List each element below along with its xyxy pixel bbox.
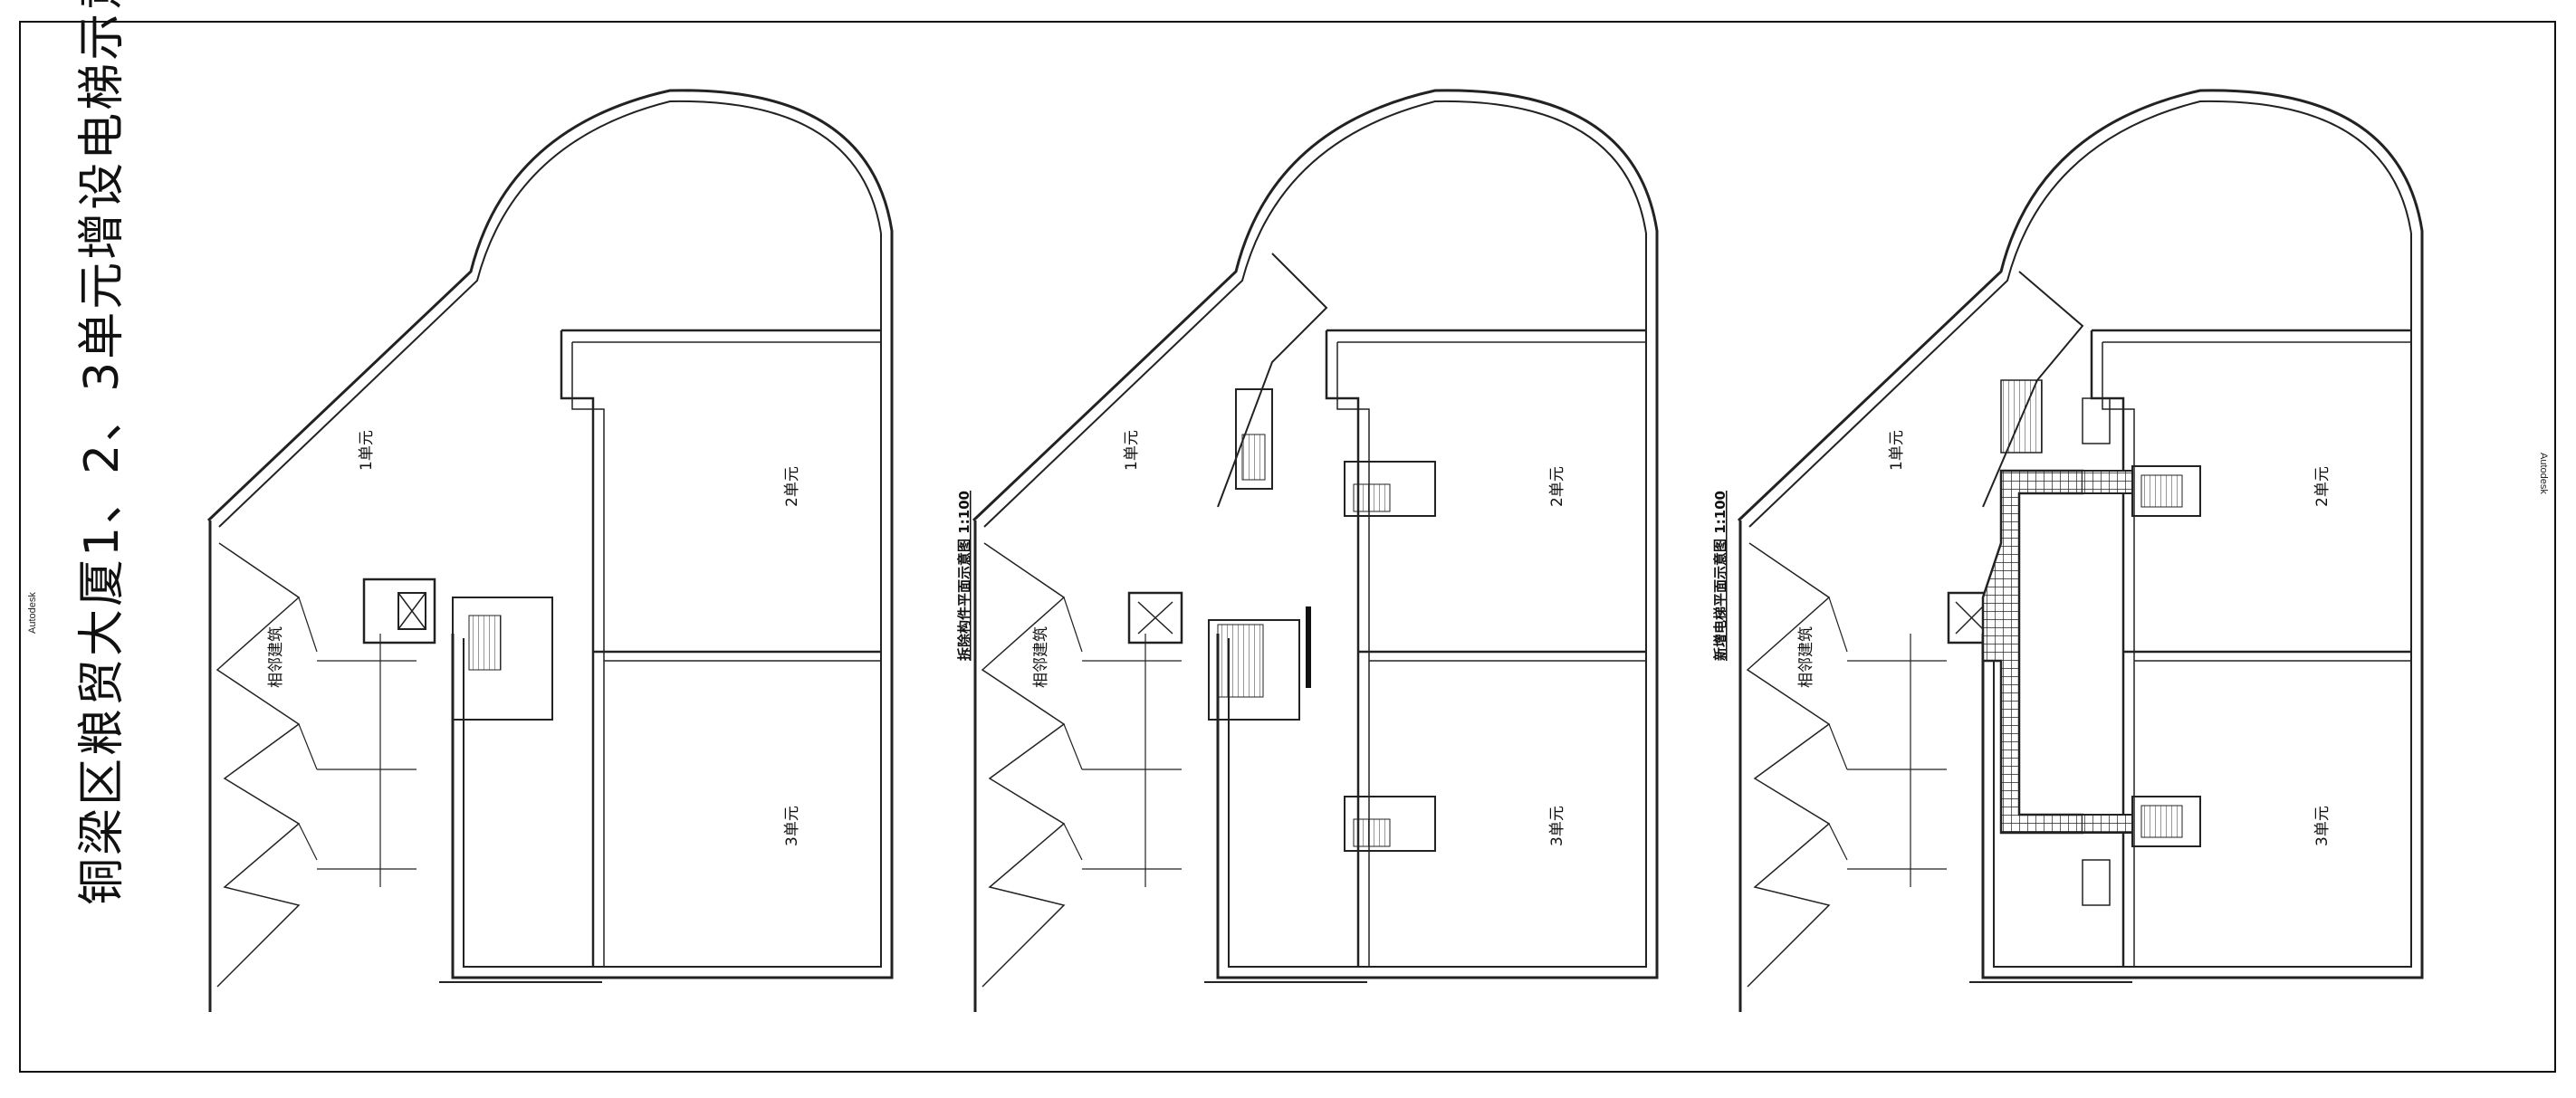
unit1-label: 1单元 — [358, 430, 376, 471]
elevator-shaft — [1127, 591, 1183, 644]
elevator-shaft — [362, 578, 436, 644]
unit3-label: 3单元 — [1548, 806, 1566, 846]
adjacent-building-label: 相邻建筑 — [267, 626, 285, 688]
floor-plan-new — [1737, 89, 2424, 1014]
plan-caption-new: 新增电梯平面示意图 1:100 — [1712, 491, 1729, 661]
adjacent-building-label: 相邻建筑 — [1032, 626, 1050, 688]
unit2-label: 2单元 — [2313, 466, 2332, 507]
sheet-border — [19, 21, 2556, 1073]
watermark-left: Autodesk — [27, 592, 38, 634]
unit1-label: 1单元 — [1123, 430, 1141, 471]
drawing-title: 铜梁区粮贸大厦1、2、3单元增设电梯示意图 — [75, 0, 129, 905]
unit2-label: 2单元 — [783, 466, 801, 507]
floor-plan-demolition — [972, 89, 1659, 1014]
unit2-label: 2单元 — [1548, 466, 1566, 507]
new-corridor-hatch — [1981, 469, 2084, 835]
stair-core — [452, 597, 553, 721]
watermark-right: Autodesk — [2538, 453, 2549, 494]
floor-plan-existing — [206, 89, 894, 1014]
unit3-label: 3单元 — [2313, 806, 2332, 846]
plan-caption-demolition: 拆除构件平面示意图 1:100 — [956, 491, 972, 661]
unit1-label: 1单元 — [1888, 430, 1906, 471]
adjacent-building-label: 相邻建筑 — [1797, 626, 1815, 688]
unit3-label: 3单元 — [783, 806, 801, 846]
